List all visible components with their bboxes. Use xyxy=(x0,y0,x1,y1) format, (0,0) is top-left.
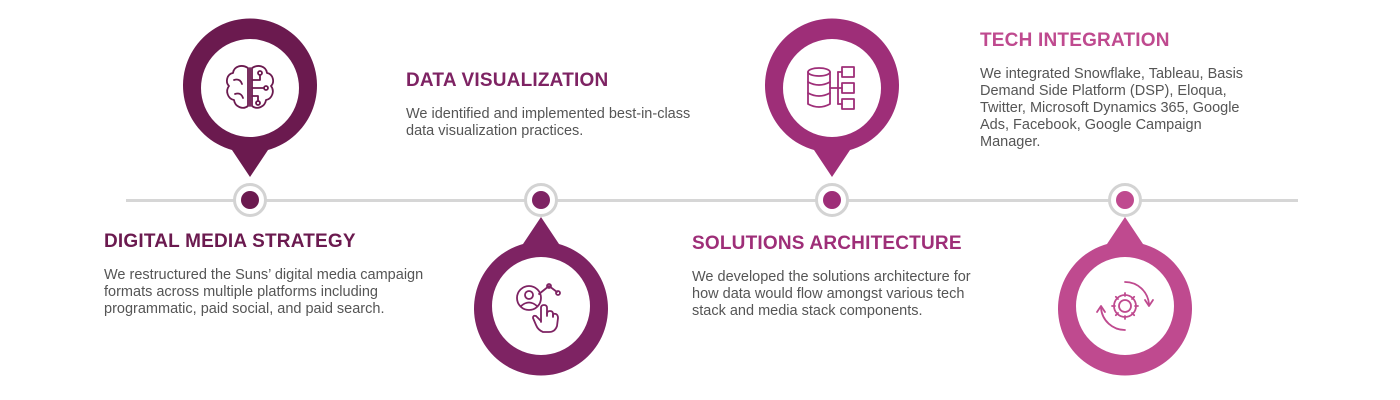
gear-cycle-icon xyxy=(1095,276,1155,336)
stage-4-node xyxy=(1108,183,1142,217)
stage-2-description: We identified and implemented best-in-cl… xyxy=(406,106,691,139)
stage-4-heading: TECH INTEGRATION xyxy=(980,30,1170,51)
stage-1-description: We restructured the Suns’ digital media … xyxy=(104,267,424,317)
stage-4-description: We integrated Snowflake, Tableau, Basis … xyxy=(980,66,1244,150)
stage-3-text: SOLUTIONS ARCHITECTURE We developed the … xyxy=(692,233,1002,320)
stage-2-text: DATA VISUALIZATION We identified and imp… xyxy=(406,70,706,140)
stage-1-node xyxy=(233,183,267,217)
database-flow-icon xyxy=(802,58,862,118)
stage-4-text: TECH INTEGRATION We integrated Snowflake… xyxy=(980,30,1280,151)
stage-2-node xyxy=(524,183,558,217)
stage-1-heading: DIGITAL MEDIA STRATEGY xyxy=(104,231,356,252)
brain-circuit-icon xyxy=(220,58,280,118)
stage-2-heading: DATA VISUALIZATION xyxy=(406,70,609,91)
stage-3-heading: SOLUTIONS ARCHITECTURE xyxy=(692,233,962,254)
timeline-line xyxy=(126,199,1298,202)
stage-3-description: We developed the solutions architecture … xyxy=(692,269,971,319)
user-hand-touch-icon xyxy=(511,276,571,336)
stage-3-node xyxy=(815,183,849,217)
stage-1-text: DIGITAL MEDIA STRATEGY We restructured t… xyxy=(104,231,424,318)
